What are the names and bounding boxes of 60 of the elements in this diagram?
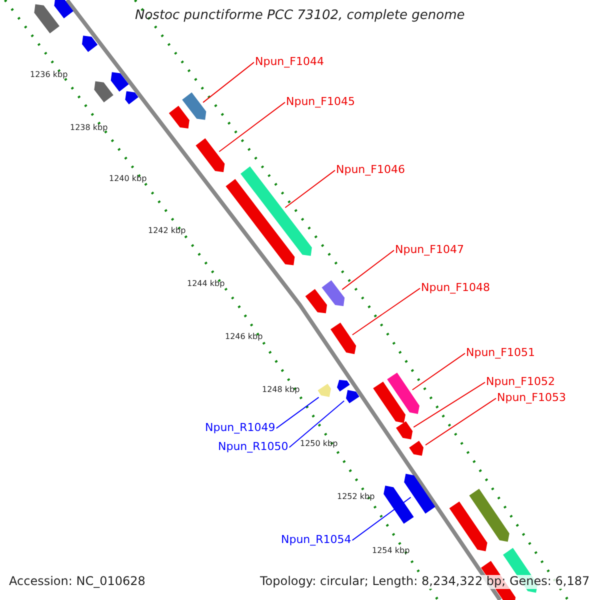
scale-label: 1244 kbp [187, 279, 225, 288]
gene-label: Npun_F1053 [497, 392, 566, 405]
leader-line [412, 352, 466, 390]
gene-label: Npun_R1054 [281, 534, 352, 547]
gene-feature [387, 372, 420, 414]
leader-line [413, 382, 486, 428]
leader-line [352, 496, 412, 541]
gene-feature [240, 166, 312, 256]
gene-feature [469, 488, 510, 542]
gene-feature [82, 36, 98, 52]
gene-feature [449, 502, 488, 552]
gene-feature [373, 382, 406, 423]
gene-feature [168, 106, 190, 128]
gene-label: Npun_R1050 [218, 441, 288, 454]
gene-feature [330, 322, 356, 354]
leader-line [276, 396, 320, 429]
scale-label: 1254 kbp [372, 546, 410, 556]
gene-feature [110, 72, 129, 92]
title: Nostoc punctiforme PCC 73102, complete genome [135, 9, 465, 24]
gene-feature [125, 91, 138, 104]
gene-feature [94, 81, 114, 102]
scale-label: 1250 kbp [300, 439, 338, 448]
gene-feature [34, 4, 60, 34]
gene-feature [337, 380, 350, 392]
leader-line [218, 102, 286, 152]
scale-label: 1246 kbp [225, 332, 263, 342]
gene-label: Npun_F1052 [486, 376, 555, 389]
gene-feature [322, 280, 345, 306]
gene-feature [396, 421, 413, 440]
scale-label: 1238 kbp [70, 123, 108, 132]
scale-label: 1248 kbp [262, 385, 300, 394]
gene-feature [305, 289, 327, 314]
gene-label: Npun_F1048 [421, 282, 490, 295]
genome-summary: Topology: circular; Length: 8,234,322 bp; Genes: 6,187 [260, 575, 590, 589]
gene-feature [409, 440, 424, 456]
gene-feature [384, 486, 414, 524]
gene-feature [196, 138, 225, 172]
scale-label: 1242 kbp [148, 226, 186, 236]
gene-feature [318, 384, 331, 397]
gene-feature [226, 179, 295, 266]
scale-label: 1252 kbp [337, 492, 375, 502]
leader-line [202, 62, 254, 103]
scale-label: 1236 kbp [30, 70, 68, 80]
gene-label: Npun_F1044 [255, 56, 324, 69]
gene-label: Npun_F1046 [336, 164, 405, 177]
gene-label: Npun_F1047 [395, 244, 464, 257]
leader-line [342, 250, 394, 290]
gene-label: Npun_R1049 [205, 422, 276, 435]
gene-feature [182, 92, 206, 120]
leader-line [284, 170, 336, 208]
leader-line [352, 288, 420, 336]
gene-label: Npun_F1045 [286, 96, 355, 109]
leader-line [288, 400, 345, 448]
gene-feature [346, 390, 360, 404]
gene-feature [404, 474, 436, 514]
scale-label: 1240 kbp [109, 174, 147, 184]
leader-line [425, 398, 496, 446]
gene-feature [54, 0, 74, 18]
accession-text: Accession: NC_010628 [9, 575, 146, 589]
gene-label: Npun_F1051 [466, 347, 535, 360]
